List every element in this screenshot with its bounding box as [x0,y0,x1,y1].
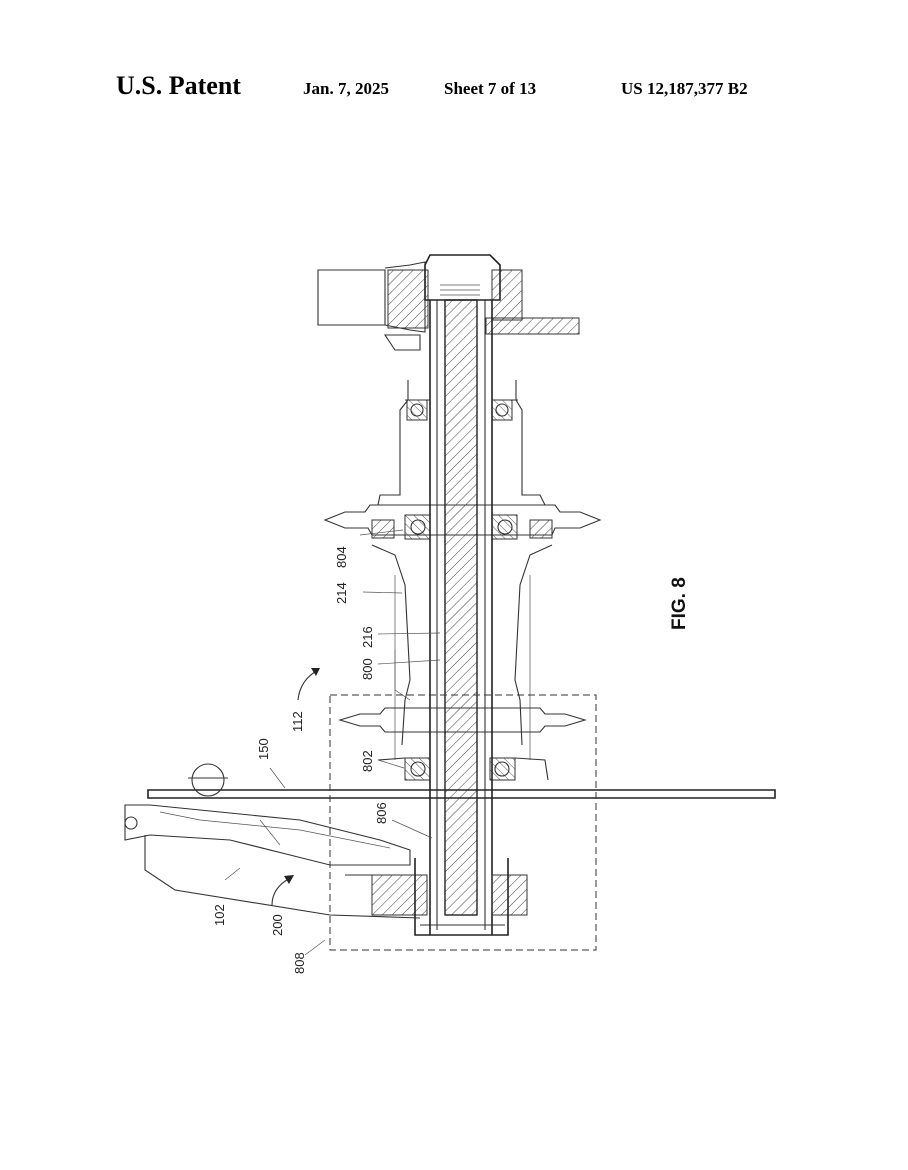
ref-label-150: 150 [256,738,271,760]
figure-label: FIG. 8 [669,577,690,630]
patent-date: Jan. 7, 2025 [303,79,389,98]
patent-number: US 12,187,377 B2 [621,79,748,98]
ref-label-102: 102 [212,904,227,926]
ref-label-802: 802 [360,750,375,772]
sheet-indicator: Sheet 7 of 13 [444,79,537,98]
ref-label-112: 112 [290,711,305,732]
patent-office-label: U.S. Patent [116,71,241,100]
ref-label-806: 806 [374,802,389,824]
ref-label-808: 808 [292,952,307,974]
ref-label-200: 200 [270,914,285,936]
ref-label-804: 804 [334,546,349,568]
ref-label-800: 800 [360,658,375,680]
hub-assembly-drawing [124,254,776,956]
ref-label-214: 214 [334,582,349,604]
ref-label-216: 216 [360,626,375,648]
